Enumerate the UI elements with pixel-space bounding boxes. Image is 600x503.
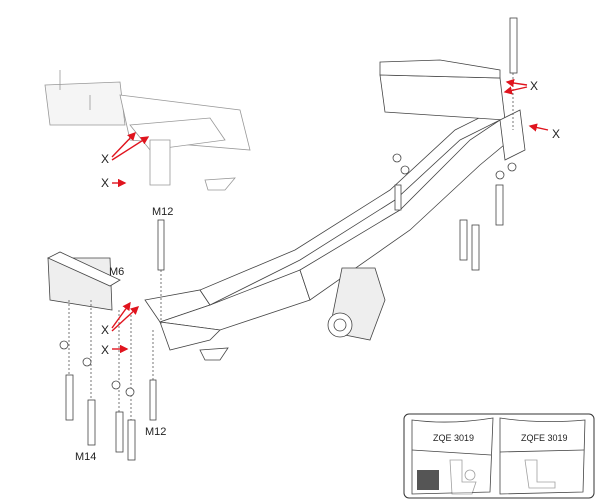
x-arrows — [111, 78, 549, 354]
callout-x: X — [101, 343, 110, 357]
bolt-label-m12-top: M12 — [152, 206, 174, 218]
variant-title-zqe: ZQE 3019 — [433, 433, 475, 443]
variant-panel — [403, 413, 595, 499]
variant-title-zqfe: ZQFE 3019 — [521, 433, 568, 443]
callout-x: X — [552, 127, 561, 141]
callout-x: X — [101, 152, 110, 166]
inset-detail — [44, 70, 251, 191]
callout-x: X — [101, 323, 110, 337]
callout-x: X — [530, 79, 539, 93]
callout-x: X — [101, 176, 110, 190]
bolt-label-m12-bottom: M12 — [145, 426, 167, 438]
bolt-label-m6: M6 — [109, 266, 125, 278]
bolt-label-m14: M14 — [75, 451, 97, 463]
bolts — [59, 17, 518, 461]
